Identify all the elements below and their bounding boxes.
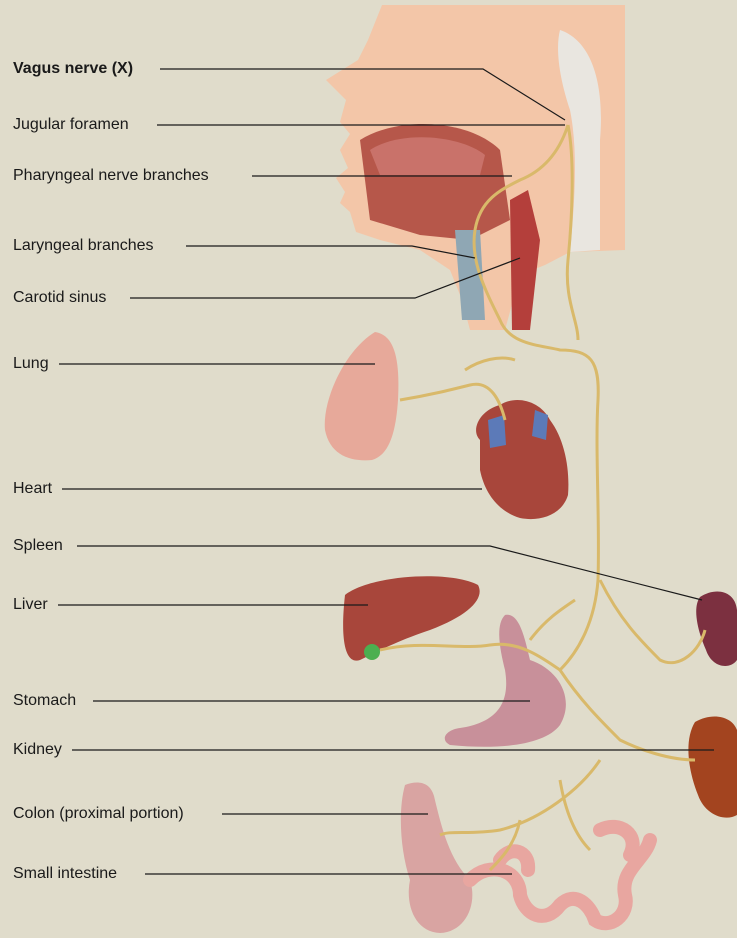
small-intestine-illustration (470, 827, 650, 923)
label-carotid-sinus: Carotid sinus (13, 289, 106, 307)
label-laryngeal-branches: Laryngeal branches (13, 237, 154, 255)
colon-illustration (401, 783, 472, 933)
kidney-illustration (688, 716, 737, 817)
label-pharyngeal-branches: Pharyngeal nerve branches (13, 167, 209, 185)
head-illustration (326, 5, 625, 330)
label-heart: Heart (13, 480, 52, 498)
spleen-illustration (696, 591, 737, 666)
stomach-illustration (445, 615, 566, 747)
label-kidney: Kidney (13, 741, 62, 759)
lung-illustration (325, 332, 399, 460)
label-liver: Liver (13, 596, 48, 614)
liver-illustration (343, 576, 480, 660)
label-vagus-nerve: Vagus nerve (X) (13, 60, 133, 78)
label-lung: Lung (13, 355, 49, 373)
label-jugular-foramen: Jugular foramen (13, 116, 129, 134)
label-small-intestine: Small intestine (13, 865, 117, 883)
gallbladder-illustration (364, 644, 380, 660)
heart-illustration (476, 400, 568, 519)
label-spleen: Spleen (13, 537, 63, 555)
label-colon: Colon (proximal portion) (13, 805, 184, 823)
label-stomach: Stomach (13, 692, 76, 710)
